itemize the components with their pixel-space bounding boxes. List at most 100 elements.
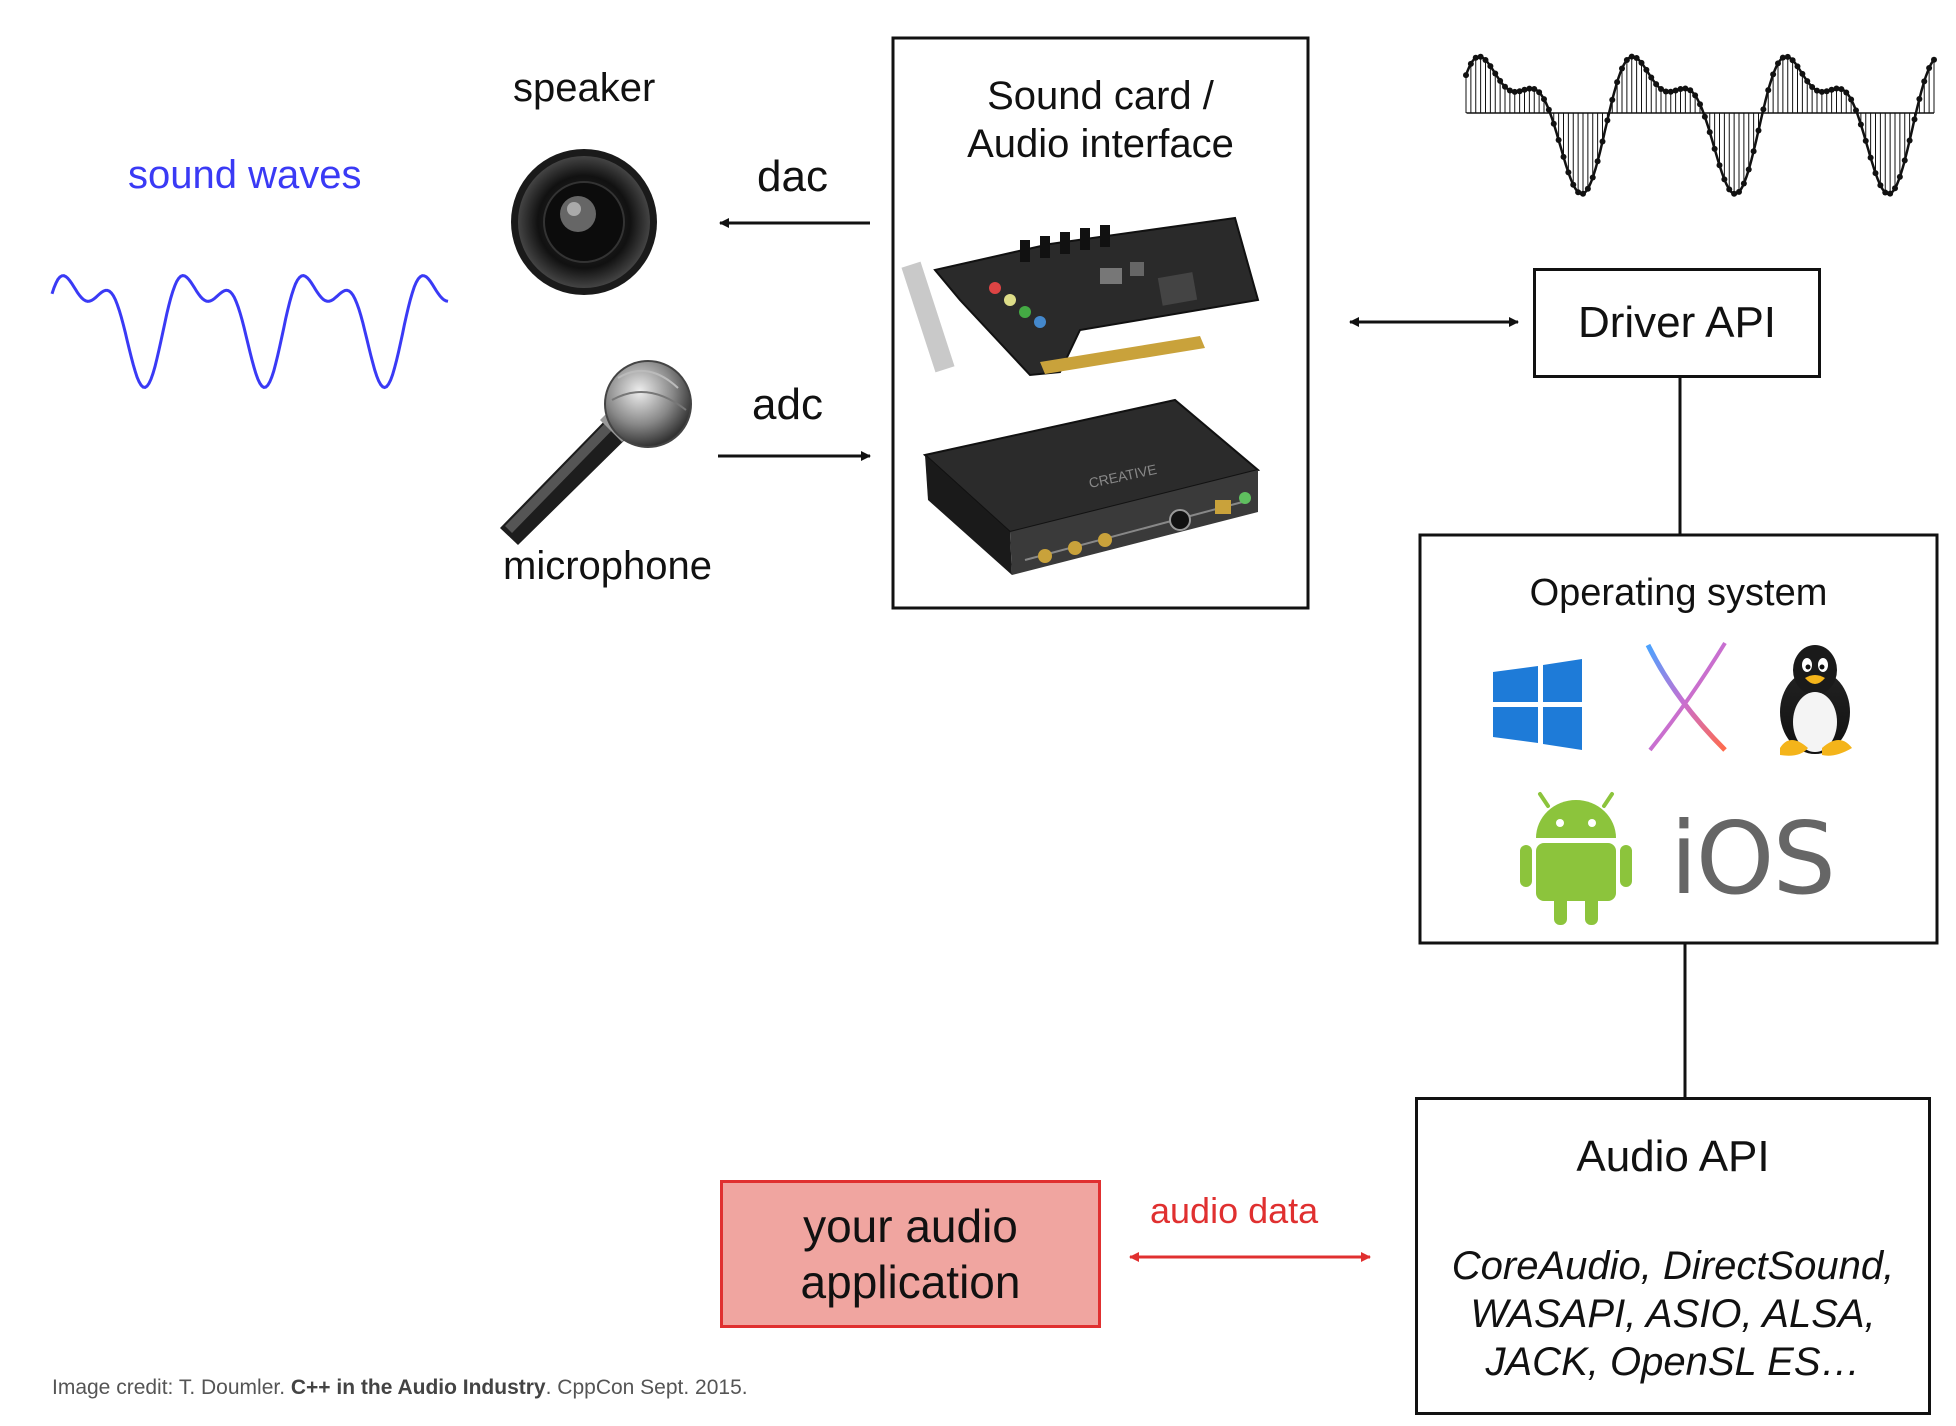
sample-dot <box>1833 85 1840 92</box>
sample-dot <box>1809 83 1816 90</box>
sample-dot <box>1882 189 1889 196</box>
linux-tux-icon <box>1780 645 1852 756</box>
sample-dot <box>1594 158 1601 165</box>
sample-dot <box>1599 138 1606 145</box>
sample-dot <box>1828 86 1835 93</box>
sample-dot <box>1862 137 1869 144</box>
sample-dot <box>1570 181 1577 188</box>
speaker-icon <box>511 149 657 295</box>
sample-dot <box>1823 88 1830 95</box>
ios-logo: iOS <box>1670 800 1836 917</box>
microphone-label: microphone <box>503 544 713 588</box>
sample-dot <box>1877 182 1884 189</box>
sample-dot <box>1667 88 1674 95</box>
sample-dot <box>1463 72 1469 79</box>
sample-dot <box>1848 96 1855 103</box>
sample-dot <box>1697 101 1703 108</box>
os-title: Operating system <box>1529 572 1828 614</box>
credit-title: C++ in the Audio Industry <box>290 1376 546 1399</box>
credit-prefix: Image credit: T. Doumler. <box>52 1376 291 1399</box>
sample-dot <box>1745 166 1752 173</box>
sample-dot <box>1692 92 1699 99</box>
sample-dot <box>1575 189 1582 196</box>
driver-api-label: Driver API <box>1577 298 1777 347</box>
sample-dot <box>1531 85 1538 92</box>
sample-dot <box>1721 176 1728 183</box>
sample-dot <box>1472 54 1479 61</box>
sample-dot <box>1892 185 1898 192</box>
sample-dot <box>1775 60 1781 67</box>
sound-card-icon <box>901 216 1260 377</box>
sample-dot <box>1872 170 1879 177</box>
audio-data-label: audio data <box>1150 1190 1319 1231</box>
audio-api-box: Audio API CoreAudio, DirectSound, WASAPI… <box>1415 1097 1931 1415</box>
sample-dot <box>1926 65 1933 72</box>
sample-dot <box>1623 57 1630 64</box>
sample-dot <box>1589 174 1596 181</box>
sample-dot <box>1614 79 1621 86</box>
sample-dot <box>1497 77 1504 84</box>
sample-dot <box>1887 190 1894 197</box>
sample-dot <box>1911 116 1918 123</box>
audio-api-list: CoreAudio, DirectSound, WASAPI, ASIO, AL… <box>1418 1242 1928 1386</box>
sample-dot <box>1901 157 1908 164</box>
sample-dot <box>1584 185 1591 192</box>
sample-dot <box>1706 129 1713 136</box>
sample-dot <box>1770 71 1777 78</box>
sample-dot <box>1687 87 1694 94</box>
your-audio-application-box: your audio application <box>720 1180 1101 1328</box>
audio-api-line: CoreAudio, DirectSound, <box>1451 1244 1895 1288</box>
microphone-icon <box>500 360 692 545</box>
sample-dot <box>1755 127 1762 134</box>
sample-dot <box>1672 87 1679 94</box>
sample-dot <box>1853 107 1859 114</box>
os-box <box>1418 533 1939 945</box>
sample-dot <box>1653 81 1660 88</box>
sample-dot <box>1658 85 1664 92</box>
sample-dot <box>1633 55 1640 62</box>
sample-dot <box>1818 88 1825 95</box>
sample-dot <box>1502 83 1508 90</box>
sample-dot <box>1628 53 1635 60</box>
sample-dot <box>1467 60 1474 67</box>
sound-card-title-line2: Audio interface <box>967 122 1234 166</box>
sample-dot <box>1545 106 1552 113</box>
sample-dot <box>1921 78 1928 85</box>
sample-dot <box>1619 65 1625 72</box>
sample-dot <box>1838 86 1845 93</box>
sample-dot <box>1789 57 1796 64</box>
sample-dot <box>1731 190 1738 197</box>
sample-dot <box>1541 96 1547 103</box>
sample-dot <box>1736 188 1742 195</box>
sample-dot <box>1516 88 1523 95</box>
sample-dot <box>1555 136 1562 143</box>
sample-dot <box>1857 121 1864 128</box>
sample-dot <box>1931 56 1937 63</box>
sample-dot <box>1906 137 1913 144</box>
sample-dot <box>1867 154 1874 161</box>
windows-icon <box>1493 659 1582 750</box>
sample-dot <box>1843 89 1850 96</box>
sample-dot <box>1804 78 1811 85</box>
sample-dot <box>1716 162 1723 169</box>
app-line2: application <box>800 1256 1021 1308</box>
sample-dot <box>1643 66 1650 73</box>
sample-dot <box>1677 86 1684 93</box>
sample-dot <box>1760 106 1767 113</box>
sample-dot <box>1604 117 1611 124</box>
sample-dot <box>1916 95 1923 102</box>
sample-dot <box>1784 53 1791 60</box>
credit-suffix: . CppCon Sept. 2015. <box>545 1376 748 1399</box>
sample-dot <box>1896 173 1903 180</box>
sample-dot <box>1750 148 1757 155</box>
sound-waves-label: sound waves <box>128 153 362 197</box>
adc-label: adc <box>752 380 823 429</box>
sample-dot <box>1799 70 1806 77</box>
sample-dot <box>1638 59 1645 66</box>
sample-dot <box>1580 190 1586 197</box>
sample-dot <box>1711 145 1718 152</box>
sample-dot <box>1492 70 1499 77</box>
sampled-waveform <box>1463 40 1937 197</box>
macos-x-icon <box>1645 641 1727 752</box>
